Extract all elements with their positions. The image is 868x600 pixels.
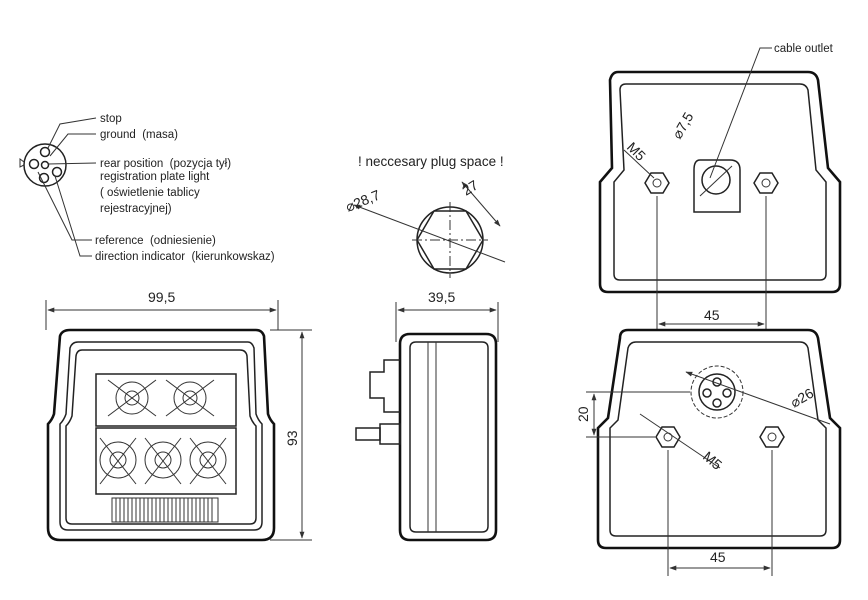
leader-reference (37, 171, 92, 241)
rear-top-thread-label: M5 (624, 139, 649, 164)
side-lens-lines (427, 342, 437, 532)
label-ground: ground (masa) (100, 129, 178, 141)
label-plate-light: registration plate light (100, 171, 210, 183)
lower-led-3 (189, 437, 227, 485)
rear-top-inner (613, 83, 827, 281)
plug-flat-label: 27 (459, 177, 481, 199)
rear-bottom-thread-label: M5 (700, 448, 725, 473)
cable-outlet-cross (699, 165, 733, 197)
side-bolt-nut (379, 423, 401, 445)
leader-direction (54, 175, 92, 257)
plate-light-ribs (115, 498, 213, 522)
lower-led-1 (99, 437, 137, 485)
pin-center (40, 160, 50, 170)
rear-socket-pin-right (722, 388, 732, 398)
rear-bottom-stud-left (655, 426, 681, 448)
rear-socket-pin-bottom (712, 398, 722, 408)
plate-light-grille (111, 497, 219, 523)
side-depth-label: 39,5 (428, 289, 455, 305)
rear-top-hole-diameter: ⌀7,5 (669, 109, 697, 141)
leader-stop (47, 117, 97, 149)
plug-diameter-label: ⌀28,7 (343, 187, 382, 215)
rear-bottom-diameter-label: ⌀26 (788, 385, 817, 411)
front-outer-outline (46, 328, 276, 542)
pin-bottom (38, 172, 50, 184)
label-reference: reference (odniesienie) (95, 235, 216, 247)
side-body-outline (398, 332, 498, 542)
label-plate-light-pl-2: rejestracyjnej) (100, 203, 172, 215)
front-inner-outline (59, 341, 263, 531)
cable-outlet-boss (693, 159, 741, 213)
rear-bottom-thread-leader (639, 413, 721, 469)
rear-socket-body (698, 373, 736, 411)
pin-right (51, 166, 63, 178)
plug-flat-dim (461, 181, 501, 227)
rear-bottom-stud-right (759, 426, 785, 448)
connector-pinout: stop ground (masa) rear position (pozycj… (19, 113, 275, 263)
label-rear-position: rear position (pozycja tył) (100, 158, 231, 170)
rear-bottom-diameter-dim (685, 371, 831, 425)
plug-diameter-dim (353, 204, 506, 263)
connector-key (19, 158, 25, 168)
rear-bottom-outer (596, 328, 842, 550)
front-view: 99,5 93 (45, 289, 312, 542)
pin-stop (39, 146, 51, 158)
pin-left (28, 158, 40, 170)
upper-lamp-block (95, 373, 237, 427)
plug-space-note: ! neccesary plug space ! (358, 154, 504, 169)
rear-bottom-inner (609, 341, 827, 537)
front-height-label: 93 (284, 430, 300, 446)
cable-outlet-label: cable outlet (774, 43, 834, 55)
label-direction-indicator: direction indicator (kierunkowskaz) (95, 251, 275, 263)
cable-outlet-hole (701, 165, 731, 195)
rear-view-top: cable outlet ⌀7,5 M5 45 (598, 43, 842, 330)
rear-socket-pin-left (702, 388, 712, 398)
leader-ground (49, 133, 96, 157)
side-body-inner (409, 341, 489, 533)
rear-bottom-offset-label: 20 (575, 406, 591, 422)
label-plate-light-pl-1: ( oświetlenie tablicy (100, 187, 200, 199)
side-connector (369, 359, 400, 413)
front-light-bar (65, 349, 257, 525)
rear-view-bottom: 20 ⌀26 M5 45 (575, 328, 842, 576)
rear-top-spacing-label: 45 (704, 307, 720, 323)
lower-led-2 (144, 437, 182, 485)
lower-lamp-block (95, 427, 237, 495)
rear-top-outer (598, 70, 842, 294)
rear-socket-outline (690, 365, 744, 419)
rear-top-thread-leader (623, 149, 655, 179)
rear-bottom-spacing-label: 45 (710, 549, 726, 565)
side-bolt-shaft (355, 427, 381, 441)
front-width-label: 99,5 (148, 289, 175, 305)
upper-led-2 (165, 379, 215, 417)
cable-outlet-leader (709, 47, 772, 179)
upper-led-1 (107, 379, 157, 417)
side-view: 39,5 (355, 289, 499, 542)
leader-rear-position (47, 162, 97, 165)
plug-space: ! neccesary plug space ! ⌀28,7 27 (343, 154, 506, 278)
rear-top-stud-left (644, 172, 670, 194)
rear-top-stud-right (753, 172, 779, 194)
label-stop: stop (100, 113, 122, 125)
